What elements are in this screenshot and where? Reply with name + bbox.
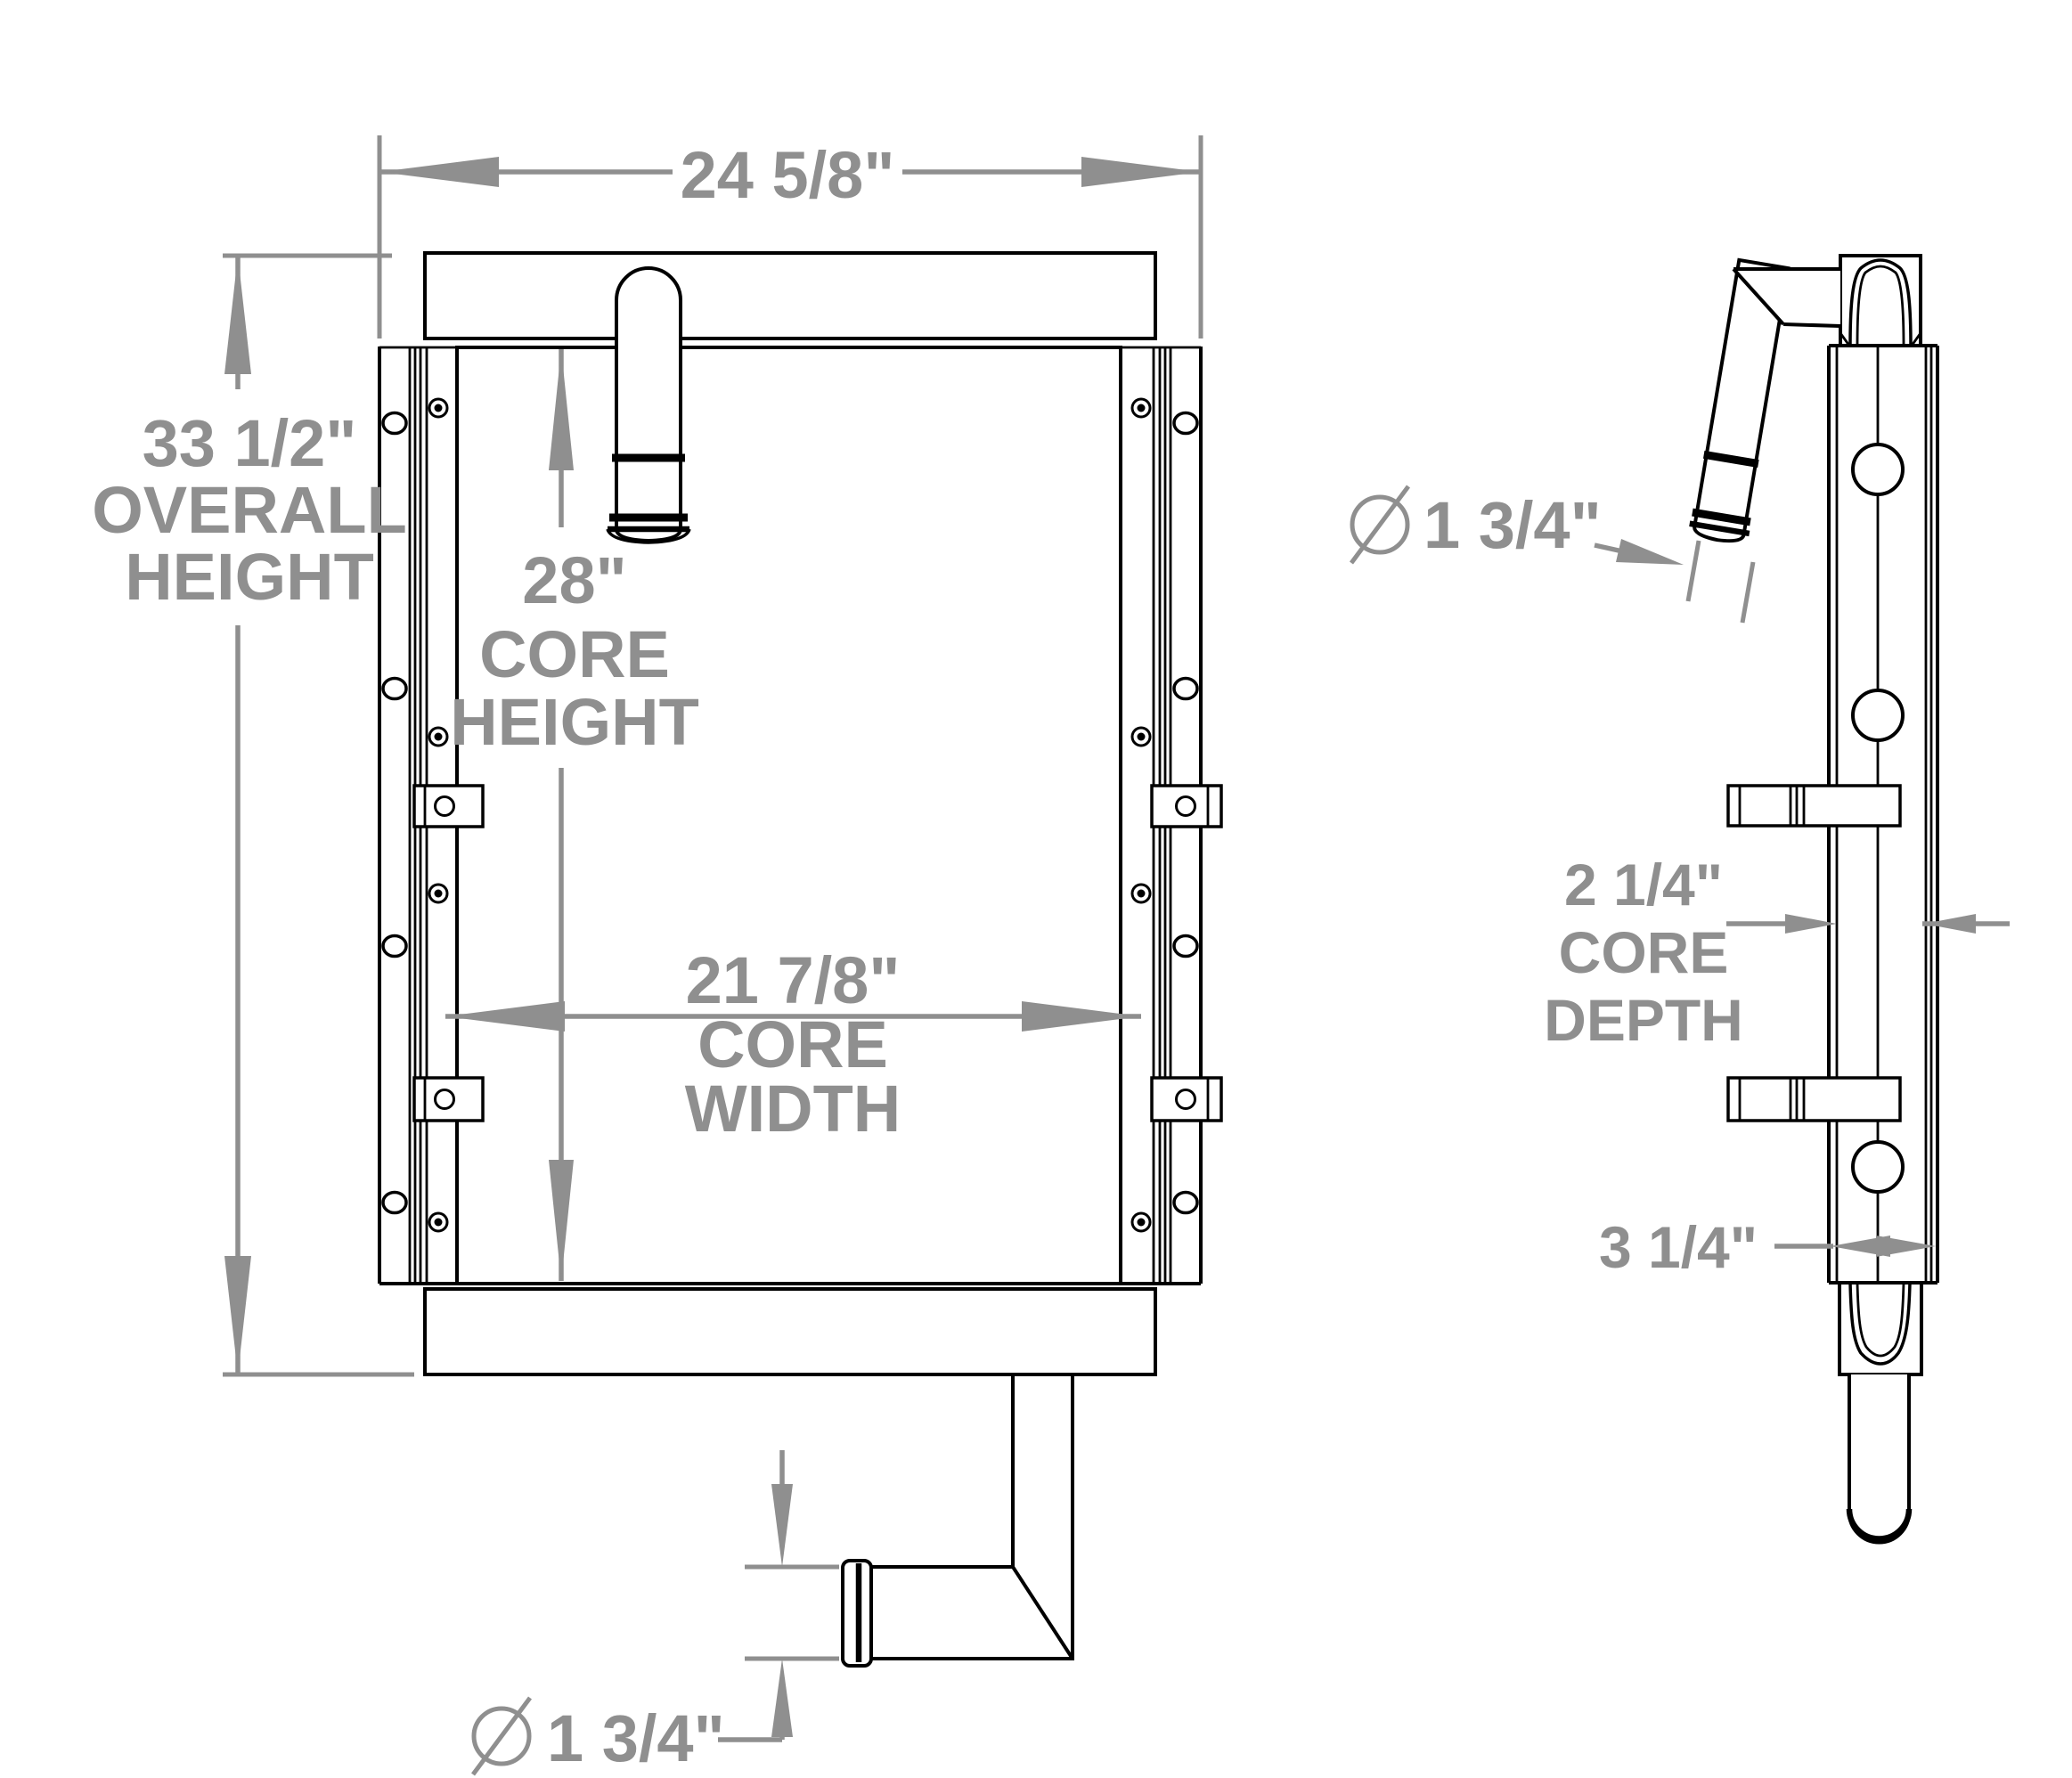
dim-core-height: 28" CORE HEIGHT (450, 349, 699, 1281)
mounting-bracket (1726, 784, 1902, 828)
bottom-tank (379, 1282, 1201, 1376)
slot-hole (1172, 1190, 1199, 1215)
arrowhead-right (1022, 1001, 1141, 1032)
elbow-miter (1011, 1565, 1074, 1660)
pipe-hole (1851, 443, 1905, 496)
elbow (1733, 269, 1840, 326)
arrowhead-up (549, 349, 574, 470)
left-side-channel (378, 347, 449, 1284)
dim-overall-width: 24 5/8" (377, 135, 1203, 338)
slot-hole (381, 934, 408, 958)
inlet-pipe-side (1689, 257, 1841, 543)
mounting-tabs-front (412, 784, 1223, 1122)
hose-bead (1702, 450, 1759, 469)
top-tank (379, 251, 1201, 349)
mounting-bracket (1726, 1076, 1902, 1122)
dim-core-depth-word2: DEPTH (1544, 987, 1743, 1053)
dim-overall-depth-label: 3 1/4" (1599, 1214, 1758, 1280)
hose-bead (1692, 508, 1751, 526)
slot-hole (381, 676, 408, 701)
dim-core-height-word1: CORE (479, 617, 670, 691)
arrowhead (1616, 539, 1684, 565)
dim-overall-height-word2: HEIGHT (125, 540, 374, 614)
slot-hole (1172, 411, 1199, 436)
dim-outlet-diameter: 1 3/4" (470, 1450, 839, 1776)
top-strap-bracket (1839, 254, 1922, 347)
side-view (1689, 254, 1939, 1545)
arrowhead-right (1785, 914, 1837, 934)
dim-core-depth-word1: CORE (1559, 919, 1729, 985)
arrowhead-up (224, 256, 251, 374)
dim-overall-height-word1: OVERALL (92, 473, 407, 547)
dimensions: 24 5/8" 33 1/2" OVERALL HEIGHT 28" CORE … (92, 135, 2010, 1776)
dim-overall-height-value: 33 1/2" (143, 406, 357, 480)
slot-hole (1172, 676, 1199, 701)
elbow-miter (1732, 267, 1785, 326)
dim-inlet-diameter: 1 3/4" (1349, 485, 1756, 624)
dim-core-height-value: 28" (522, 543, 626, 617)
diameter-symbol (1349, 485, 1411, 565)
arrowhead-left (445, 1001, 565, 1032)
slot-hole (381, 1190, 408, 1215)
dim-outlet-diameter-label: 1 3/4" (547, 1701, 725, 1775)
dim-core-width-value: 21 7/8" (686, 943, 901, 1017)
dim-overall-height: 33 1/2" OVERALL HEIGHT (92, 253, 414, 1377)
arrowhead-down (224, 1256, 251, 1374)
hose-bead (1689, 520, 1750, 537)
pipe-hole (1851, 689, 1905, 742)
dim-core-width-word2: WIDTH (685, 1072, 901, 1146)
arrowhead-right (1081, 157, 1201, 187)
arrowhead-down (549, 1160, 574, 1281)
pipe-hole (1851, 1140, 1905, 1194)
tick (1685, 540, 1701, 602)
arrowhead-left (379, 157, 499, 187)
front-view (378, 251, 1223, 1668)
arrowhead-right (1876, 1236, 1936, 1257)
outlet-pipe-side (1846, 1374, 1913, 1545)
slot-hole (1172, 934, 1199, 958)
dim-overall-depth: 3 1/4" (1599, 1214, 1936, 1280)
slot-hole (381, 411, 408, 436)
dim-core-depth: 2 1/4" CORE DEPTH (1544, 852, 2010, 1053)
dim-core-width-word1: CORE (697, 1007, 888, 1081)
tick (1740, 561, 1756, 624)
dim-overall-width-label: 24 5/8" (681, 138, 895, 212)
inlet-pipe (606, 266, 691, 544)
outlet-pipe (841, 1373, 1074, 1668)
dim-core-depth-value: 2 1/4" (1564, 852, 1723, 918)
dim-core-width: 21 7/8" CORE WIDTH (445, 943, 1141, 1146)
mounting-brackets-side (1726, 784, 1902, 1122)
diameter-symbol (470, 1696, 533, 1776)
arrowhead-left (1831, 1236, 1890, 1257)
dim-core-height-word2: HEIGHT (450, 685, 699, 759)
arrowhead-left (1924, 914, 1976, 934)
arrowhead-up (771, 1659, 793, 1737)
bottom-strap-bracket (1838, 1281, 1923, 1376)
arrowhead-down (771, 1484, 793, 1567)
dim-inlet-diameter-label: 1 3/4" (1423, 488, 1602, 562)
